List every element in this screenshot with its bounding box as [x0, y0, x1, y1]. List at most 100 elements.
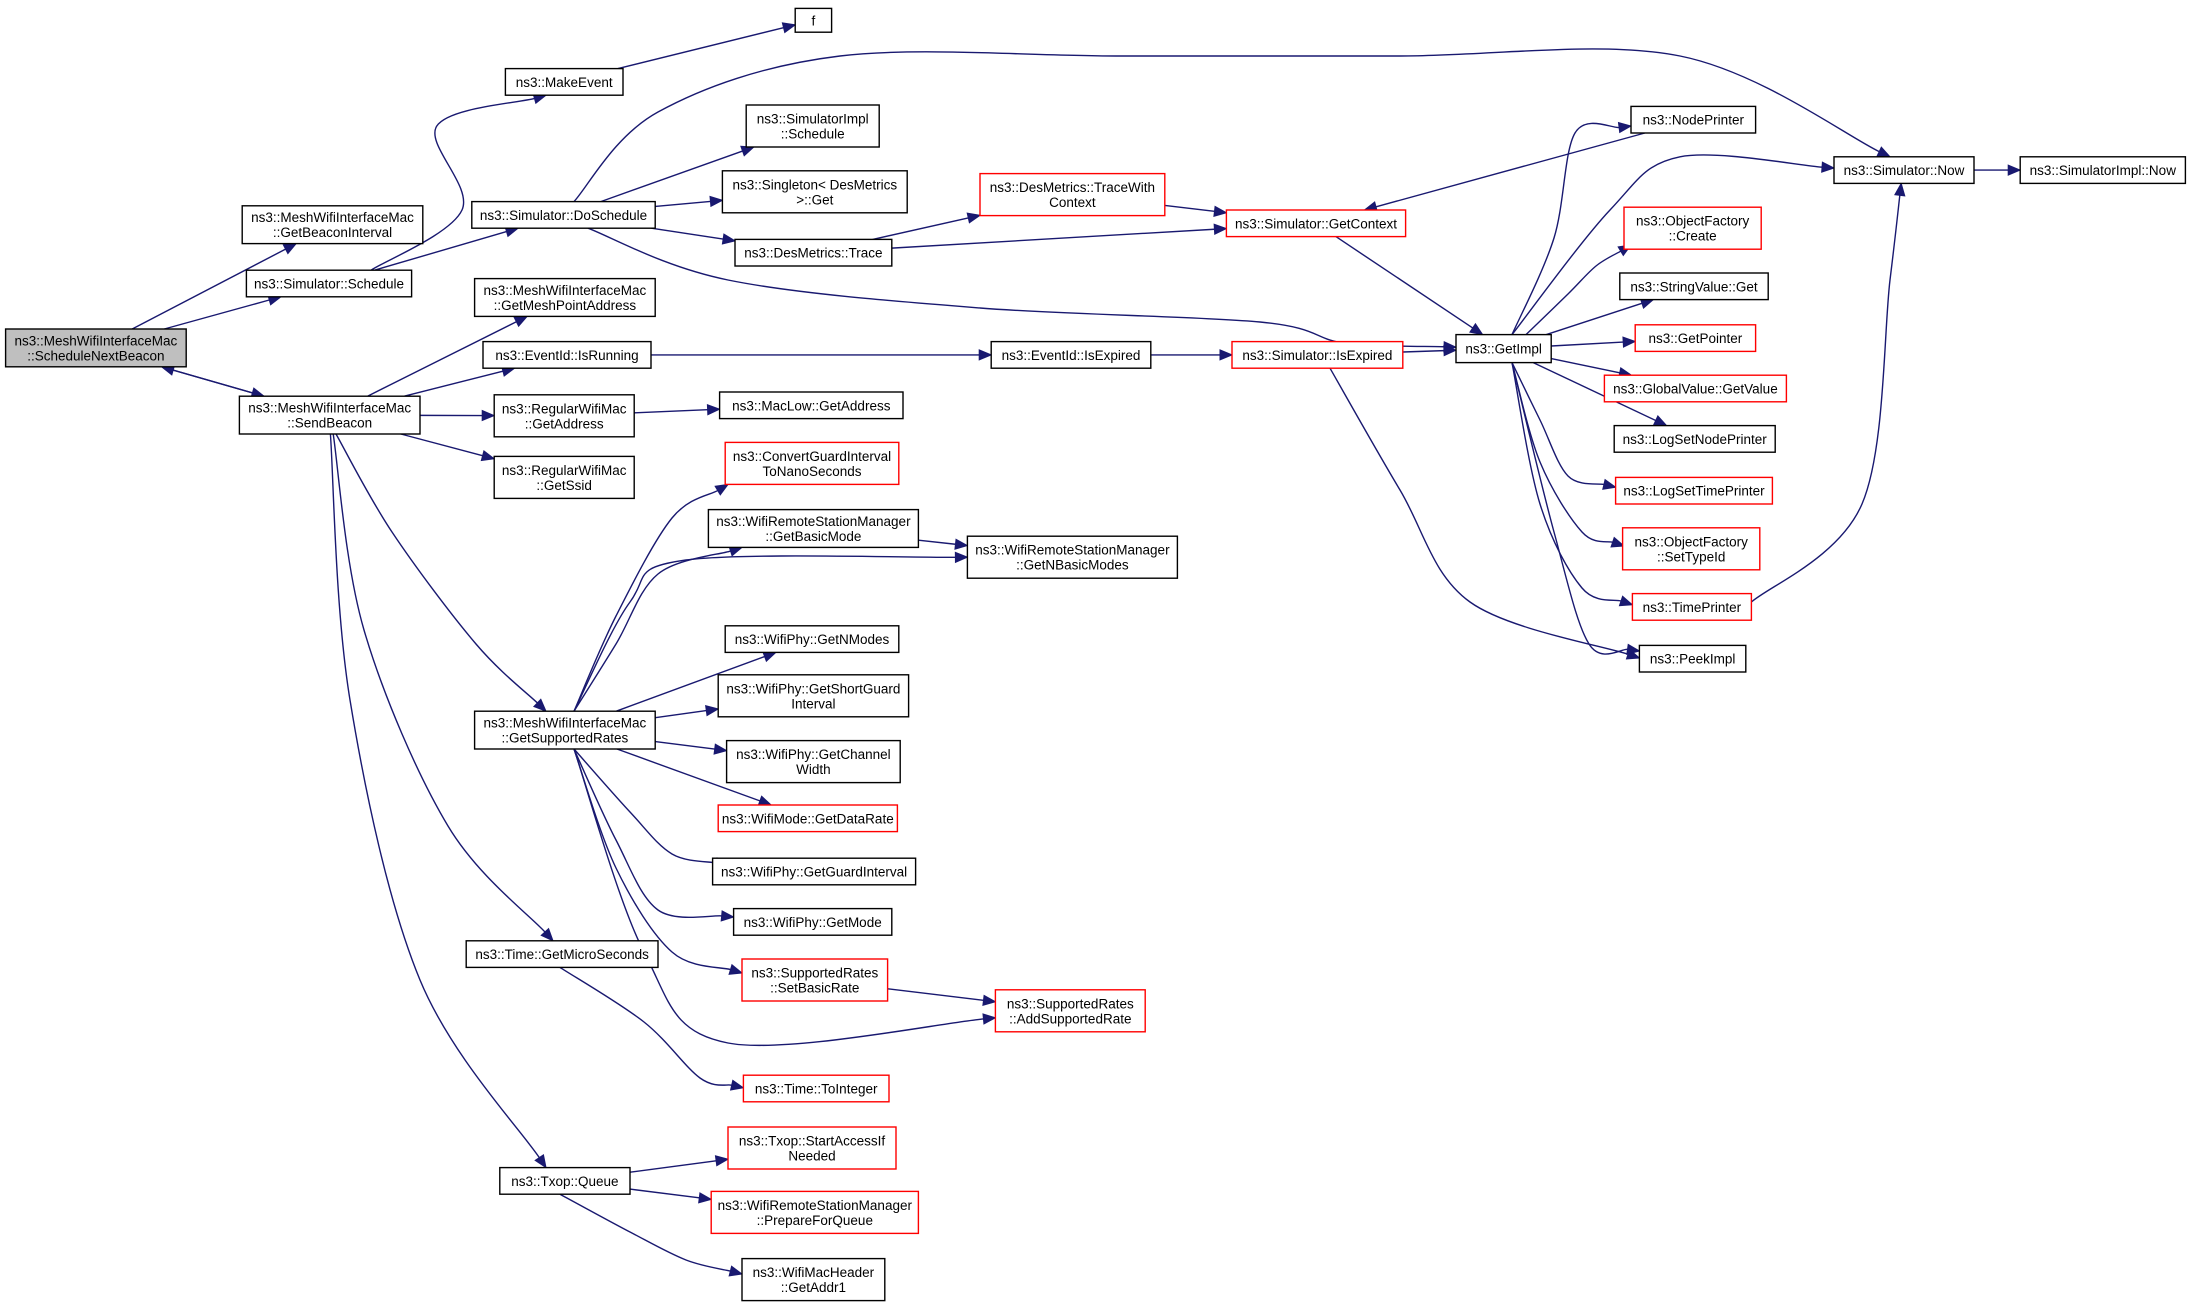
node-label: ns3::WifiRemoteStationManager — [718, 1198, 913, 1213]
node-getGuardInterval[interactable]: ns3::WifiPhy::GetGuardInterval — [711, 857, 917, 886]
edge-doSchedule-to-simNow — [573, 48, 1892, 203]
node-box — [504, 67, 624, 96]
node-logSetTimePrinter[interactable]: ns3::LogSetTimePrinter — [1614, 476, 1774, 505]
edge-getSupportedRates-to-getShortGuard — [655, 704, 720, 719]
node-regGetAddress[interactable]: ns3::RegularWifiMac::GetAddress — [493, 394, 635, 438]
node-timePrinter[interactable]: ns3::TimePrinter — [1631, 592, 1753, 621]
edge-doSchedule-to-singletonGet — [655, 195, 724, 208]
node-label: ns3::RegularWifiMac — [502, 463, 627, 478]
node-label: ns3::MeshWifiInterfaceMac — [14, 333, 177, 348]
node-getMicroSeconds[interactable]: ns3::Time::GetMicroSeconds — [465, 940, 659, 969]
node-box — [241, 205, 424, 245]
edge-line — [1164, 204, 1215, 213]
edge-nodePrinter-to-getContext — [1363, 132, 1646, 213]
node-getNBasicModes[interactable]: ns3::WifiRemoteStationManager::GetNBasic… — [966, 535, 1179, 579]
node-globalGetValue[interactable]: ns3::GlobalValue::GetValue — [1603, 374, 1788, 403]
node-label: ns3::TimePrinter — [1643, 600, 1742, 615]
node-getNModes[interactable]: ns3::WifiPhy::GetNModes — [724, 625, 900, 654]
node-box — [1231, 340, 1404, 369]
edge-line — [573, 48, 1880, 203]
node-label: ns3::GetImpl — [1465, 342, 1542, 357]
node-f[interactable]: f — [794, 7, 833, 33]
node-label: ns3::SupportedRates — [1007, 996, 1134, 1011]
node-simImplSchedule[interactable]: ns3::SimulatorImpl::Schedule — [745, 104, 880, 148]
node-label: ns3::ObjectFactory — [1635, 534, 1749, 549]
edge-line — [164, 299, 270, 330]
node-schedule[interactable]: ns3::Simulator::Schedule — [245, 269, 413, 298]
node-addSupportedRate[interactable]: ns3::SupportedRates::AddSupportedRate — [994, 989, 1146, 1033]
arrowhead-icon — [1443, 344, 1458, 357]
edge-simIsExpired-to-getImpl — [1402, 344, 1458, 357]
node-setBasicRate[interactable]: ns3::SupportedRates::SetBasicRate — [741, 958, 889, 1002]
node-objFactorySetTypeId[interactable]: ns3::ObjectFactory::SetTypeId — [1621, 527, 1761, 571]
node-getPointer[interactable]: ns3::GetPointer — [1634, 324, 1757, 353]
node-regGetSsid[interactable]: ns3::RegularWifiMac::GetSsid — [493, 455, 635, 500]
node-box — [1613, 424, 1776, 453]
node-getDataRate[interactable]: ns3::WifiMode::GetDataRate — [717, 804, 899, 833]
node-prepareForQueue[interactable]: ns3::WifiRemoteStationManager::PrepareFo… — [710, 1190, 920, 1235]
node-simIsExpired[interactable]: ns3::Simulator::IsExpired — [1231, 340, 1404, 369]
node-getBeaconInterval[interactable]: ns3::MeshWifiInterfaceMac::GetBeaconInte… — [241, 205, 424, 245]
arrowhead-icon — [982, 994, 997, 1006]
node-logSetNodePrinter[interactable]: ns3::LogSetNodePrinter — [1613, 424, 1776, 453]
arrowhead-icon — [2007, 164, 2022, 176]
edge-makeEvent-to-f — [617, 22, 797, 70]
arrowhead-icon — [1622, 336, 1637, 348]
node-box — [1623, 206, 1762, 250]
node-simNow[interactable]: ns3::Simulator::Now — [1833, 156, 1975, 185]
edge-line — [655, 200, 711, 208]
node-getContext[interactable]: ns3::Simulator::GetContext — [1225, 209, 1407, 238]
node-box — [471, 200, 656, 229]
node-sendBeacon[interactable]: ns3::MeshWifiInterfaceMac::SendBeacon — [238, 395, 421, 435]
arrowhead-icon — [1876, 146, 1892, 158]
node-getSupportedRates[interactable]: ns3::MeshWifiInterfaceMac::GetSupportedR… — [473, 710, 656, 750]
edge-line — [615, 655, 765, 712]
arrowhead-icon — [1219, 349, 1234, 361]
node-label: ns3::EventId::IsRunning — [495, 348, 638, 363]
node-toInteger[interactable]: ns3::Time::ToInteger — [742, 1074, 890, 1103]
node-getMeshPointAddress[interactable]: ns3::MeshWifiInterfaceMac::GetMeshPointA… — [473, 277, 656, 318]
node-getAddr1[interactable]: ns3::WifiMacHeader::GetAddr1 — [741, 1257, 886, 1302]
edge-getImpl-to-simNow — [1511, 154, 1836, 336]
node-label: ns3::Simulator::GetContext — [1235, 216, 1397, 231]
node-label: ns3::ConvertGuardInterval — [733, 449, 891, 464]
node-desTrace[interactable]: ns3::DesMetrics::Trace — [734, 238, 893, 267]
node-simImplNow[interactable]: ns3::SimulatorImpl::Now — [2019, 156, 2187, 185]
edge-desTrace-to-getContext — [891, 223, 1228, 249]
edge-line — [1551, 341, 1624, 347]
node-doSchedule[interactable]: ns3::Simulator::DoSchedule — [471, 200, 656, 229]
node-makeEvent[interactable]: ns3::MakeEvent — [504, 67, 624, 96]
node-eventIsExpired[interactable]: ns3::EventId::IsExpired — [990, 340, 1152, 369]
edge-line — [587, 227, 1445, 348]
node-peekImpl[interactable]: ns3::PeekImpl — [1638, 644, 1747, 673]
node-label: ToNanoSeconds — [762, 464, 861, 479]
node-box — [717, 804, 899, 833]
node-label: ns3::MeshWifiInterfaceMac — [251, 210, 414, 225]
node-getBasicMode[interactable]: ns3::WifiRemoteStationManager::GetBasicM… — [707, 508, 920, 549]
node-nodePrinter[interactable]: ns3::NodePrinter — [1630, 105, 1757, 134]
edge-line — [872, 217, 969, 241]
node-label: Needed — [788, 1149, 835, 1164]
edge-line — [1750, 195, 1901, 603]
node-label: f — [812, 13, 816, 28]
edge-line — [1525, 250, 1622, 336]
node-stringValueGet[interactable]: ns3::StringValue::Get — [1619, 272, 1769, 301]
node-box — [2019, 156, 2187, 185]
node-txopQueue[interactable]: ns3::Txop::Queue — [499, 1166, 631, 1195]
node-getImpl[interactable]: ns3::GetImpl — [1455, 333, 1552, 364]
node-objFactoryCreate[interactable]: ns3::ObjectFactory::Create — [1623, 206, 1762, 250]
node-box — [994, 989, 1146, 1033]
node-label: ns3::Time::GetMicroSeconds — [475, 947, 649, 962]
node-macLowGetAddress[interactable]: ns3::MacLow::GetAddress — [718, 391, 904, 420]
node-getMode[interactable]: ns3::WifiPhy::GetMode — [732, 907, 893, 936]
node-label: Context — [1049, 195, 1096, 210]
node-singletonGet[interactable]: ns3::Singleton< DesMetrics>::Get — [721, 170, 908, 214]
edge-line — [918, 539, 956, 545]
node-isRunning[interactable]: ns3::EventId::IsRunning — [482, 340, 652, 369]
